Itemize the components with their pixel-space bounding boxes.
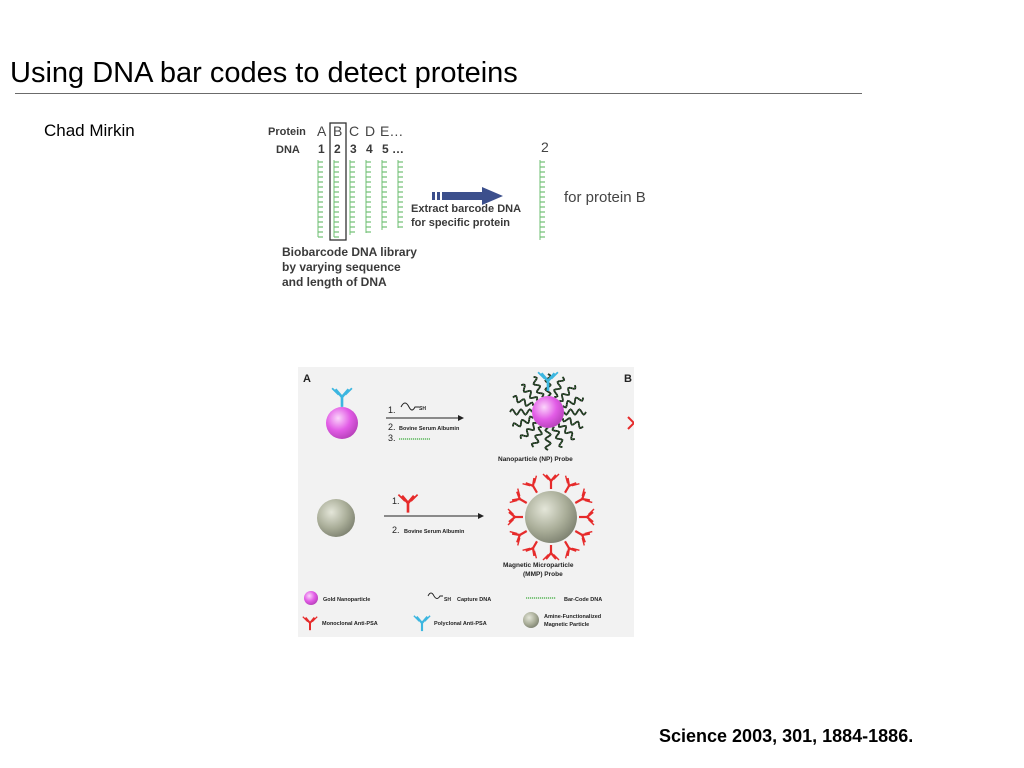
title-underline — [15, 93, 862, 94]
np-arrow-icon — [458, 415, 464, 421]
panel-b-label: B — [624, 373, 632, 385]
mmp-arrow-icon — [478, 513, 484, 519]
result-label: for protein B — [564, 189, 646, 206]
protein-letter-a: A — [317, 123, 327, 139]
dna-number-5: 5 … — [382, 142, 404, 156]
legend-magnetic-icon — [523, 612, 539, 628]
magnetic-particle — [317, 499, 355, 537]
dna-label: DNA — [276, 144, 300, 156]
selection-box — [329, 122, 347, 241]
dna-strand-2 — [333, 160, 339, 238]
np-step2-label: Bovine Serum Albumin — [399, 426, 460, 432]
mmp-step2-number: 2. — [392, 525, 400, 535]
mmp-probe-label-line2: (MMP) Probe — [523, 571, 563, 578]
arrow-caption-line1: Extract barcode DNA — [411, 203, 521, 215]
np-step2-number: 2. — [388, 422, 396, 432]
dna-strand-1 — [317, 160, 323, 238]
mmp-step2-label: Bovine Serum Albumin — [404, 529, 465, 535]
np-step1-number: 1. — [388, 405, 396, 415]
dna-strand-4 — [365, 160, 371, 233]
np-step3-number: 3. — [388, 433, 396, 443]
slide-title: Using DNA bar codes to detect proteins — [10, 57, 518, 89]
legend-mono-label: Monoclonal Anti-PSA — [322, 621, 378, 627]
protein-letter-e: E… — [380, 123, 403, 139]
legend-gold-icon — [304, 591, 318, 605]
mmp-probe-label-line1: Magnetic Microparticle — [503, 562, 574, 569]
legend-magnetic-line2: Magnetic Particle — [544, 622, 589, 628]
author-name: Chad Mirkin — [44, 121, 135, 140]
extract-arrow-icon — [432, 187, 503, 205]
mmp-core-particle — [525, 491, 577, 543]
legend-capture-label: Capture DNA — [457, 597, 491, 603]
np-step1-sh: SH — [419, 406, 426, 412]
legend-barcode-label: Bar-Code DNA — [564, 597, 602, 603]
protein-letter-b: B — [333, 123, 342, 139]
capture-dna-icon — [400, 402, 419, 411]
legend-poly-label: Polyclonal Anti-PSA — [434, 621, 487, 627]
extracted-dna-strand — [539, 160, 545, 240]
dna-strand-6 — [397, 160, 403, 228]
dna-strand-3 — [349, 160, 355, 235]
legend-capture-icon — [427, 592, 443, 599]
probe-scheme-figure: A B 1. SH 2. Bovine Serum Albumin 3. Nan… — [298, 367, 634, 637]
library-caption-line1: Biobarcode DNA library — [282, 245, 417, 259]
dna-number-4: 4 — [366, 142, 373, 156]
arrow-caption-line2: for specific protein — [411, 217, 510, 229]
protein-letter-d: D — [365, 123, 375, 139]
nanoparticle-probe — [509, 373, 587, 451]
dna-number-3: 3 — [350, 142, 357, 156]
legend-gold-label: Gold Nanoparticle — [323, 597, 370, 603]
mmp-step1-number: 1. — [392, 496, 400, 506]
dna-number-1: 1 — [318, 142, 325, 156]
panel-a-label: A — [303, 373, 311, 385]
citation: Science 2003, 301, 1884-1886. — [659, 726, 914, 746]
legend-capture-sh: SH — [444, 597, 451, 603]
legend-magnetic-line1: Amine-Functionalized — [544, 614, 601, 620]
library-caption-line2: by varying sequence — [282, 260, 401, 274]
dna-strand-5 — [381, 160, 387, 230]
dna-number-2: 2 — [334, 142, 341, 156]
biobarcode-figure: Protein DNA A B C D E… 1 2 3 4 5 … Bioba… — [268, 122, 646, 289]
extracted-number: 2 — [541, 139, 549, 155]
protein-letter-c: C — [349, 123, 359, 139]
library-caption-line3: and length of DNA — [282, 275, 387, 289]
panel-b-partial-icon — [627, 416, 634, 430]
gold-nanoparticle — [326, 407, 358, 439]
np-probe-label: Nanoparticle (NP) Probe — [498, 456, 573, 463]
protein-label: Protein — [268, 126, 306, 138]
